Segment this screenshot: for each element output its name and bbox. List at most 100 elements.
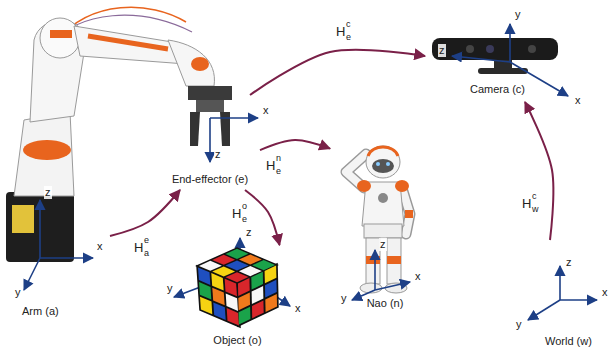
cube-sticker xyxy=(239,307,251,325)
transform-symbol: H xyxy=(232,206,241,222)
frame-node: World (w) xyxy=(505,240,605,350)
robot-arm-part xyxy=(40,18,80,58)
frame-name: Object (o) xyxy=(165,333,310,347)
cube-sticker xyxy=(198,267,210,285)
frame-axes-part xyxy=(509,24,511,62)
transform-arrow xyxy=(250,50,425,95)
robot-arm-part xyxy=(12,205,34,233)
axis-label: x xyxy=(96,240,104,253)
nao-robot-part xyxy=(368,147,398,156)
nao-robot-part xyxy=(378,193,388,203)
rubiks-cube xyxy=(197,248,278,327)
robot-arm-part xyxy=(23,140,71,160)
transform-index: e xyxy=(346,32,351,43)
nao-robot-part xyxy=(366,238,380,284)
frame-axes-part xyxy=(452,56,510,62)
transform-index: e xyxy=(276,166,281,177)
robot-arm-part xyxy=(74,26,186,64)
robot-arm-part xyxy=(191,57,209,71)
cube-sticker xyxy=(265,294,277,312)
cube-sticker xyxy=(238,292,250,310)
frame-axes-part xyxy=(209,118,211,162)
cube-sticker xyxy=(251,272,263,290)
axis-label: x xyxy=(574,94,582,107)
axis-label: y xyxy=(514,8,522,21)
cube-face xyxy=(237,264,278,326)
nao-robot-part xyxy=(357,180,371,192)
axis-label: x xyxy=(414,270,422,283)
axis-label: y xyxy=(166,282,174,295)
frame-axes-part xyxy=(40,257,93,259)
axis-label: y xyxy=(515,318,523,331)
nao-robot-part xyxy=(372,159,394,173)
robot-arm-part xyxy=(190,112,200,146)
robot-arm xyxy=(6,7,232,262)
transform-index: e xyxy=(242,214,247,225)
frame-name: World (w) xyxy=(545,334,605,348)
cube-sticker xyxy=(227,308,239,326)
transform-index: e xyxy=(144,235,149,246)
axis-label: z xyxy=(565,256,573,269)
frame-axes-part xyxy=(24,258,40,290)
robot-arm-part xyxy=(188,86,232,100)
transform-index: w xyxy=(532,204,539,215)
axis-label: z xyxy=(214,148,222,161)
robot-arm-part xyxy=(220,112,230,146)
axis-label: z xyxy=(44,186,52,199)
cube-sticker xyxy=(252,286,264,304)
frame-axes-part xyxy=(210,117,258,119)
nao-robot-part xyxy=(386,162,390,166)
axis-label: x xyxy=(601,286,609,299)
robot-arm-part xyxy=(6,192,74,262)
kinect-camera-part xyxy=(528,45,536,53)
frame-node: Nao (n) xyxy=(330,140,440,312)
kinect-camera xyxy=(432,38,558,74)
cube-sticker xyxy=(238,278,250,296)
robot-arm-part xyxy=(88,36,168,49)
frame-name: Camera (c) xyxy=(470,82,585,96)
transform-symbol: H xyxy=(134,240,143,256)
frame-node: End-effector (e) xyxy=(160,95,260,190)
cube-sticker xyxy=(211,273,223,291)
axis-label: y xyxy=(14,286,22,299)
nao-robot-part xyxy=(366,146,400,178)
robot-arm-part xyxy=(50,30,72,38)
cube-sticker xyxy=(265,280,277,298)
transform-index: a xyxy=(144,248,149,259)
frame-axes-part xyxy=(559,266,561,300)
robot-arm-part xyxy=(196,100,224,112)
cube-sticker xyxy=(252,300,264,318)
frame-axes-part xyxy=(39,200,41,258)
robot-arm-part xyxy=(14,112,74,196)
transform-index: c xyxy=(346,19,351,30)
transform-index: c xyxy=(532,191,537,202)
transform-symbol: H xyxy=(266,158,275,174)
frame-node: Arm (a) xyxy=(8,180,110,320)
nao-robot-part xyxy=(405,210,413,218)
nao-robot-part xyxy=(387,238,401,284)
cube-sticker xyxy=(199,282,211,300)
axis-label: z xyxy=(245,226,253,239)
frame-axes-part xyxy=(374,250,376,290)
cube-sticker xyxy=(225,279,237,296)
kinect-camera-part xyxy=(432,38,558,60)
frame-node: Camera (c) xyxy=(425,10,585,102)
axis-label: z xyxy=(438,44,446,57)
frame-axes-part xyxy=(375,282,410,290)
kinect-camera-part xyxy=(466,45,474,53)
frame-node: Object (o) xyxy=(165,245,310,350)
cube-sticker xyxy=(226,293,238,311)
kinect-camera-part xyxy=(486,45,494,53)
transform-symbol: H xyxy=(522,196,531,212)
frame-axes xyxy=(24,24,597,320)
transform-arrow xyxy=(245,190,280,245)
cube-sticker xyxy=(212,288,224,305)
axis-label: y xyxy=(340,292,348,305)
transform-index: o xyxy=(242,201,247,212)
nao-robot-part xyxy=(376,162,380,166)
robot-arm-part xyxy=(168,40,214,86)
transform-arrow xyxy=(260,140,330,150)
